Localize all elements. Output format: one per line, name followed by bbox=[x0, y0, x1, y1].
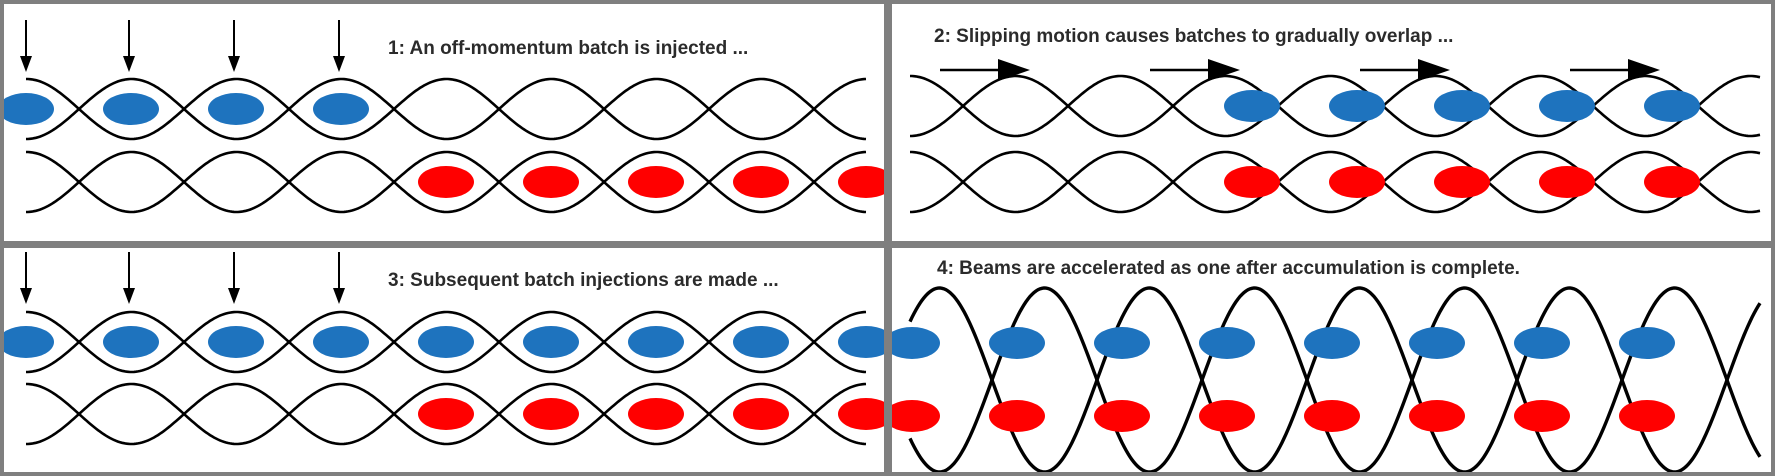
panel-3-lower-ring-bunch bbox=[418, 398, 474, 430]
panel-3-upper-ring-bunch bbox=[838, 326, 884, 358]
panel-3-upper-ring-bunch bbox=[103, 326, 159, 358]
panel-4-diagram bbox=[892, 286, 1762, 472]
slip-arrows bbox=[940, 59, 1660, 81]
panel-3-diagram bbox=[4, 252, 884, 446]
right-arrow-icon bbox=[1150, 59, 1240, 81]
panel-3-upper-ring bbox=[4, 310, 884, 374]
panel-1-caption: 1: An off-momentum batch is injected ... bbox=[388, 38, 749, 59]
panel-1-lower-ring-bunch bbox=[418, 166, 474, 198]
panel-2-lower-ring-bunch bbox=[1434, 166, 1490, 198]
panel-1-lower-ring-bunch bbox=[628, 166, 684, 198]
down-arrow-icon bbox=[20, 20, 32, 72]
down-arrow-icon bbox=[123, 252, 135, 304]
panel-1-upper-ring bbox=[4, 77, 867, 141]
panel-4-blue-bunch bbox=[892, 327, 940, 359]
panel-2-diagram bbox=[910, 59, 1761, 214]
panel-1-lower-ring-bunch bbox=[523, 166, 579, 198]
panel-3-lower-ring bbox=[26, 382, 884, 446]
panel-3: 3: Subsequent batch injections are made … bbox=[4, 248, 884, 472]
down-arrow-icon bbox=[20, 252, 32, 304]
panel-1-upper-ring-bunch bbox=[208, 93, 264, 125]
panel-2-upper-ring-wave-1 bbox=[910, 74, 1761, 138]
panel-4-caption: 4: Beams are accelerated as one after ac… bbox=[937, 258, 1520, 279]
panel-2-lower-ring-wave-2 bbox=[910, 150, 1761, 214]
right-arrow-icon bbox=[1570, 59, 1660, 81]
panel-2-lower-ring-bunch bbox=[1644, 166, 1700, 198]
panel-4-blue-bunch bbox=[1514, 327, 1570, 359]
panel-3-upper-ring-wave-1 bbox=[26, 310, 867, 374]
panel-2-caption: 2: Slipping motion causes batches to gra… bbox=[934, 26, 1454, 47]
panel-2-lower-ring bbox=[910, 150, 1761, 214]
panel-4-blue-bunch bbox=[1409, 327, 1465, 359]
down-arrow-icon bbox=[333, 20, 345, 72]
panel-1: 1: An off-momentum batch is injected ... bbox=[4, 4, 884, 241]
panel-1-upper-ring-wave-2 bbox=[26, 77, 867, 141]
panel-3-upper-ring-bunch bbox=[313, 326, 369, 358]
panel-4-red-bunch bbox=[892, 400, 940, 432]
injection-arrows bbox=[20, 20, 345, 72]
panel-4-red-bunch bbox=[1304, 400, 1360, 432]
panel-4-blue-bunch bbox=[1304, 327, 1360, 359]
panel-2-upper-ring-bunch bbox=[1644, 90, 1700, 122]
panel-1-lower-ring-bunch bbox=[733, 166, 789, 198]
panel-4-wave-2 bbox=[908, 286, 1762, 472]
panel-4: 4: Beams are accelerated as one after ac… bbox=[892, 248, 1771, 472]
panel-4-blue-bunch bbox=[1094, 327, 1150, 359]
panel-4-red-bunch bbox=[989, 400, 1045, 432]
panel-4-red-bunch bbox=[1409, 400, 1465, 432]
panel-1-lower-ring-bunch bbox=[838, 166, 884, 198]
panel-3-lower-ring-wave-1 bbox=[26, 382, 867, 446]
right-arrow-icon bbox=[1360, 59, 1450, 81]
panel-1-upper-ring-wave-1 bbox=[26, 77, 867, 141]
panel-3-upper-ring-bunch bbox=[733, 326, 789, 358]
panel-3-lower-ring-bunch bbox=[523, 398, 579, 430]
panel-4-wave-1 bbox=[908, 286, 1762, 472]
panel-1-upper-ring-bunch bbox=[103, 93, 159, 125]
panel-3-upper-ring-bunch bbox=[418, 326, 474, 358]
panel-2-upper-ring-bunch bbox=[1539, 90, 1595, 122]
panel-2-upper-ring bbox=[910, 74, 1761, 138]
panel-1-upper-ring-bunch bbox=[313, 93, 369, 125]
down-arrow-icon bbox=[333, 252, 345, 304]
panel-2-upper-ring-bunch bbox=[1329, 90, 1385, 122]
panel-4-combined-ring bbox=[892, 286, 1762, 472]
panel-2-upper-ring-wave-2 bbox=[910, 74, 1761, 138]
panel-2: 2: Slipping motion causes batches to gra… bbox=[892, 4, 1771, 241]
panel-4-red-bunch bbox=[1619, 400, 1675, 432]
down-arrow-icon bbox=[228, 20, 240, 72]
panel-3-upper-ring-bunch bbox=[523, 326, 579, 358]
injection-arrows bbox=[20, 252, 345, 304]
panel-2-lower-ring-bunch bbox=[1539, 166, 1595, 198]
panel-3-lower-ring-wave-2 bbox=[26, 382, 867, 446]
panel-2-lower-ring-bunch bbox=[1329, 166, 1385, 198]
panel-3-upper-ring-bunch bbox=[628, 326, 684, 358]
panel-3-lower-ring-bunch bbox=[628, 398, 684, 430]
panel-3-upper-ring-wave-2 bbox=[26, 310, 867, 374]
panel-1-upper-ring-bunch bbox=[4, 93, 54, 125]
down-arrow-icon bbox=[123, 20, 135, 72]
panel-1-diagram bbox=[4, 20, 884, 214]
panel-3-caption: 3: Subsequent batch injections are made … bbox=[388, 270, 779, 291]
panel-1-lower-ring-wave-1 bbox=[26, 150, 867, 214]
panel-2-upper-ring-bunch bbox=[1224, 90, 1280, 122]
panel-4-red-bunch bbox=[1094, 400, 1150, 432]
panel-1-lower-ring-wave-2 bbox=[26, 150, 867, 214]
panel-2-upper-ring-bunch bbox=[1434, 90, 1490, 122]
panel-4-blue-bunch bbox=[1619, 327, 1675, 359]
panel-2-lower-ring-bunch bbox=[1224, 166, 1280, 198]
panel-3-lower-ring-bunch bbox=[838, 398, 884, 430]
panel-4-red-bunch bbox=[1199, 400, 1255, 432]
panel-4-blue-bunch bbox=[989, 327, 1045, 359]
panel-3-upper-ring-bunch bbox=[4, 326, 54, 358]
panel-1-lower-ring bbox=[26, 150, 884, 214]
panel-2-lower-ring-wave-1 bbox=[910, 150, 1761, 214]
panel-3-upper-ring-bunch bbox=[208, 326, 264, 358]
down-arrow-icon bbox=[228, 252, 240, 304]
panel-4-red-bunch bbox=[1514, 400, 1570, 432]
right-arrow-icon bbox=[940, 59, 1030, 81]
panel-3-lower-ring-bunch bbox=[733, 398, 789, 430]
panel-4-blue-bunch bbox=[1199, 327, 1255, 359]
